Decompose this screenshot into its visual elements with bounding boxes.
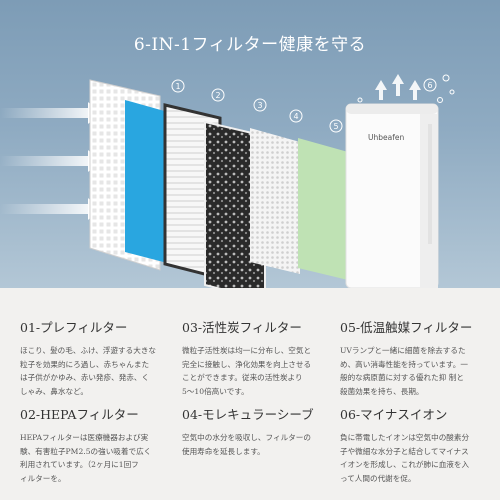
section-carbon-filter: 03-活性炭フィルター 微粒子活性炭は均一に分布し、空気と 完全に接触し、浄化効… [182,317,327,398]
airflow-arrow-icon [0,102,100,220]
section-pre-filter: 01-プレフィルター ほこり、髪の毛、ふけ、浮遊する大きな 粒子を効果的にろ過し… [20,317,165,398]
section-text: HEPAフィルターは医療機器および実 験、有害粒子PM2.5の強い吸着で広く 利… [20,433,152,483]
bubble-icon [357,74,455,103]
filter-5-green [298,138,348,280]
air-purifier: Uhbeafen [345,103,439,288]
filter-number: 1 [175,82,180,91]
filter-number-markers: 1 2 3 4 5 6 [171,78,437,133]
filter-4-sieve [250,128,300,274]
section-text: 負に帯電したイオンは空気中の酸素分 子や微細な水分子と結合してマイナス イオンを… [340,433,470,483]
section-molecular-sieve: 04-モレキュラーシーブ 空気中の水分を吸収し、フィルターの 使用寿命を延長しま… [182,404,327,458]
section-title: 01-プレフィルター [20,320,128,335]
section-negative-ion: 06-マイナスイオン 負に帯電したイオンは空気中の酸素分 子や微細な水分子と結合… [340,404,485,485]
section-text: UVランプと一緒に細菌を除去するた め、高い消毒性能を持っています。一 般的な病… [340,346,468,396]
filter-number: 6 [427,81,432,90]
section-hepa-filter: 02-HEPAフィルター HEPAフィルターは医療機器および実 験、有害粒子PM… [20,404,165,485]
filter-1-blue [125,100,175,265]
brand-label: Uhbeafen [368,133,404,142]
filter-illustration: 1 2 3 4 5 6 Uhbeafen [0,74,455,288]
purified-air-arrow-icon [375,74,421,100]
section-title: 02-HEPAフィルター [20,407,139,422]
section-title: 06-マイナスイオン [340,407,448,422]
section-title: 04-モレキュラーシーブ [182,407,314,422]
section-title: 03-活性炭フィルター [182,320,302,335]
filter-number: 5 [333,122,338,131]
section-text: 空気中の水分を吸収し、フィルターの 使用寿命を延長します。 [182,433,311,456]
filter-number: 3 [257,101,262,110]
section-title: 05-低温触媒フィルター [340,320,473,335]
section-text: 微粒子活性炭は均一に分布し、空気と 完全に接触し、浄化効果を向上させる ことがで… [182,346,312,396]
filter-number: 4 [293,112,298,121]
section-text: ほこり、髪の毛、ふけ、浮遊する大きな 粒子を効果的にろ過し、赤ちゃんまた は子供… [20,346,157,396]
page-title: 6-IN-1フィルター健康を守る [133,35,367,55]
section-low-temp-catalyst: 05-低温触媒フィルター UVランプと一緒に細菌を除去するた め、高い消毒性能を… [340,317,485,398]
filter-number: 2 [215,91,220,100]
description-background [0,288,500,500]
